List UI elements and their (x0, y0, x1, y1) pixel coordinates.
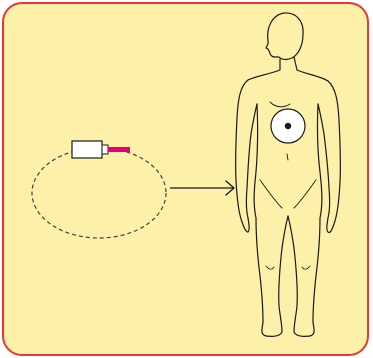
knee-left (266, 266, 274, 269)
head-outline (266, 13, 303, 59)
abdominal-target-icon (271, 109, 305, 143)
hip-line-left (260, 180, 282, 208)
torso-left (254, 104, 258, 218)
diagram-canvas (4, 4, 367, 354)
device-body (72, 141, 102, 158)
leg-right (288, 216, 320, 336)
right-arrow-icon (170, 181, 234, 195)
chest-line (270, 102, 290, 107)
device-tube (108, 147, 130, 152)
pump-device-icon (72, 141, 130, 158)
knee-right (302, 266, 310, 269)
diagram-panel (2, 2, 369, 356)
leg-left (256, 216, 288, 336)
neck-shoulders (248, 57, 328, 81)
human-body-outline-icon (236, 13, 341, 336)
dashed-catheter-loop-icon (32, 148, 166, 238)
arm-left (236, 80, 257, 232)
hip-line-right (294, 180, 316, 208)
navel-line (287, 154, 288, 160)
device-connector (102, 145, 108, 154)
